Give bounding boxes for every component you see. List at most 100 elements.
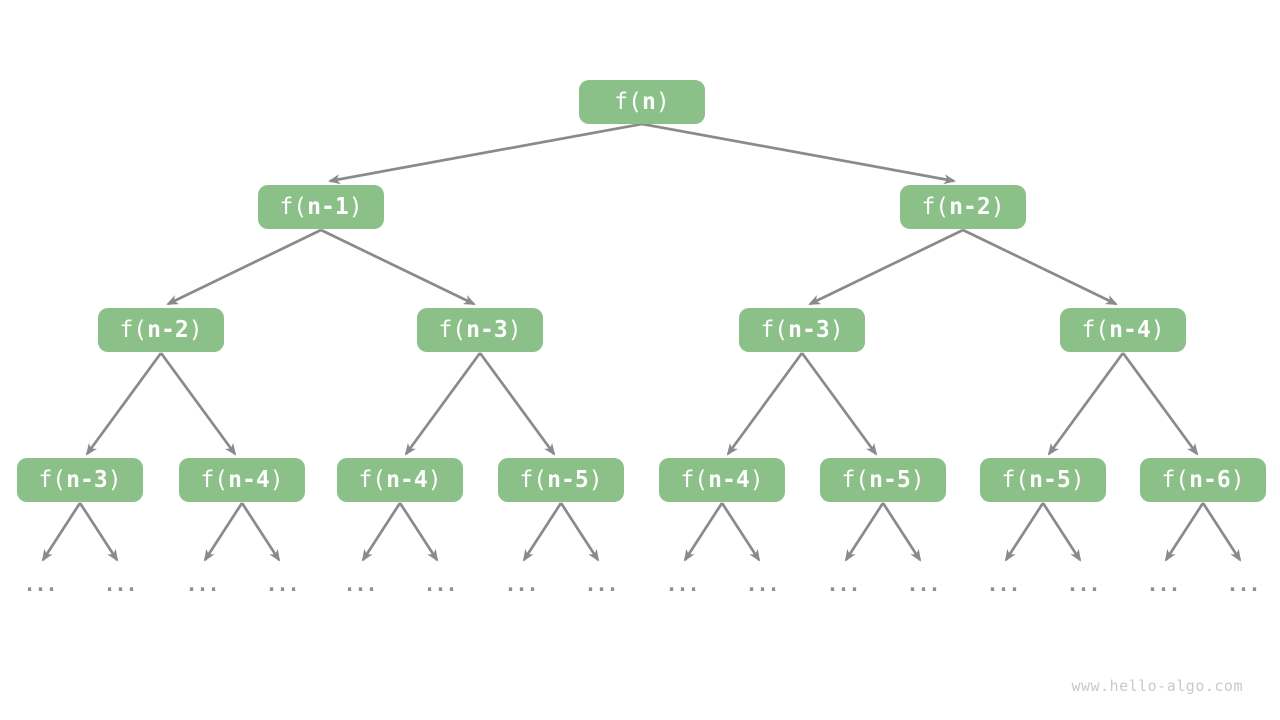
tree-node: f(n-5)	[498, 458, 624, 502]
node-label-post: )	[1230, 466, 1245, 493]
node-label-arg: n-5	[1029, 466, 1071, 493]
node-label-arg: n-5	[547, 466, 589, 493]
ellipsis: ...	[343, 572, 377, 596]
node-label-pre: f(	[841, 466, 870, 493]
node-label-post: )	[655, 88, 670, 115]
tree-edge	[641, 122, 956, 185]
ellipsis: ...	[745, 572, 779, 596]
ellipsis: ...	[185, 572, 219, 596]
node-label-arg: n-6	[1189, 466, 1231, 493]
tree-edge	[85, 352, 163, 456]
tree-node: f(n-5)	[980, 458, 1106, 502]
node-label-pre: f(	[1161, 466, 1190, 493]
node-label-pre: f(	[680, 466, 709, 493]
node-label-pre: f(	[119, 316, 148, 343]
tree-edge	[683, 502, 724, 562]
node-label-arg: n-4	[228, 466, 270, 493]
tree-edge	[240, 502, 281, 562]
ellipsis: ...	[423, 572, 457, 596]
node-label-post: )	[188, 316, 203, 343]
tree-edge	[166, 228, 322, 306]
node-label-post: )	[910, 466, 925, 493]
tree-node: f(n-4)	[179, 458, 305, 502]
ellipsis: ...	[265, 572, 299, 596]
node-label-arg: n-4	[386, 466, 428, 493]
node-label-pre: f(	[921, 193, 950, 220]
tree-node: f(n-2)	[98, 308, 224, 352]
tree-node-root: f(n)	[579, 80, 705, 124]
node-label-post: )	[348, 193, 363, 220]
ellipsis: ...	[1066, 572, 1100, 596]
node-label-pre: f(	[200, 466, 229, 493]
tree-edge	[962, 228, 1118, 306]
node-label-arg: n-3	[466, 316, 508, 343]
tree-node: f(n-2)	[900, 185, 1026, 229]
tree-node: f(n-3)	[17, 458, 143, 502]
tree-edge	[808, 228, 964, 306]
node-label-post: )	[588, 466, 603, 493]
tree-node: f(n-3)	[417, 308, 543, 352]
node-label-post: )	[1070, 466, 1085, 493]
node-label-pre: f(	[614, 88, 642, 115]
tree-edge	[361, 502, 402, 562]
tree-edge	[203, 502, 244, 562]
tree-edge	[398, 502, 439, 562]
tree-edge	[726, 352, 804, 456]
node-label-arg: n-1	[307, 193, 349, 220]
ellipsis: ...	[584, 572, 618, 596]
tree-edge	[478, 352, 556, 456]
tree-edge	[320, 228, 476, 306]
tree-node: f(n-4)	[659, 458, 785, 502]
node-label-post: )	[107, 466, 122, 493]
node-label-post: )	[1150, 316, 1165, 343]
node-label-post: )	[269, 466, 284, 493]
tree-node: f(n-1)	[258, 185, 384, 229]
node-label-arg: n-3	[788, 316, 830, 343]
tree-edge	[41, 502, 82, 562]
tree-node: f(n-5)	[820, 458, 946, 502]
tree-edge	[1201, 502, 1242, 562]
node-label-arg: n-3	[66, 466, 108, 493]
tree-edge	[720, 502, 761, 562]
tree-edge	[404, 352, 482, 456]
tree-node: f(n-4)	[1060, 308, 1186, 352]
tree-edge	[1041, 502, 1082, 562]
ellipsis: ...	[1226, 572, 1260, 596]
ellipsis: ...	[986, 572, 1020, 596]
node-label-arg: n-5	[869, 466, 911, 493]
node-label-post: )	[829, 316, 844, 343]
node-label-arg: n-4	[1109, 316, 1151, 343]
node-label-post: )	[427, 466, 442, 493]
node-label-arg: n	[641, 88, 656, 115]
ellipsis: ...	[504, 572, 538, 596]
tree-edge	[800, 352, 878, 456]
tree-edge	[1164, 502, 1205, 562]
node-label-pre: f(	[279, 193, 308, 220]
node-label-pre: f(	[438, 316, 467, 343]
node-label-pre: f(	[519, 466, 548, 493]
watermark: www.hello-algo.com	[1071, 677, 1243, 695]
node-label-post: )	[507, 316, 522, 343]
node-label-pre: f(	[358, 466, 387, 493]
node-label-arg: n-2	[147, 316, 189, 343]
node-label-pre: f(	[1081, 316, 1110, 343]
tree-node: f(n-3)	[739, 308, 865, 352]
ellipsis: ...	[826, 572, 860, 596]
ellipsis: ...	[23, 572, 57, 596]
tree-edge	[1121, 352, 1199, 456]
node-label-pre: f(	[38, 466, 67, 493]
tree-node: f(n-6)	[1140, 458, 1266, 502]
ellipsis: ...	[1146, 572, 1180, 596]
ellipsis: ...	[665, 572, 699, 596]
node-label-post: )	[990, 193, 1005, 220]
tree-node: f(n-4)	[337, 458, 463, 502]
node-label-arg: n-4	[708, 466, 750, 493]
node-label-post: )	[749, 466, 764, 493]
node-label-pre: f(	[1001, 466, 1030, 493]
node-label-arg: n-2	[949, 193, 991, 220]
ellipsis: ...	[103, 572, 137, 596]
tree-edge	[844, 502, 885, 562]
tree-edge	[78, 502, 119, 562]
